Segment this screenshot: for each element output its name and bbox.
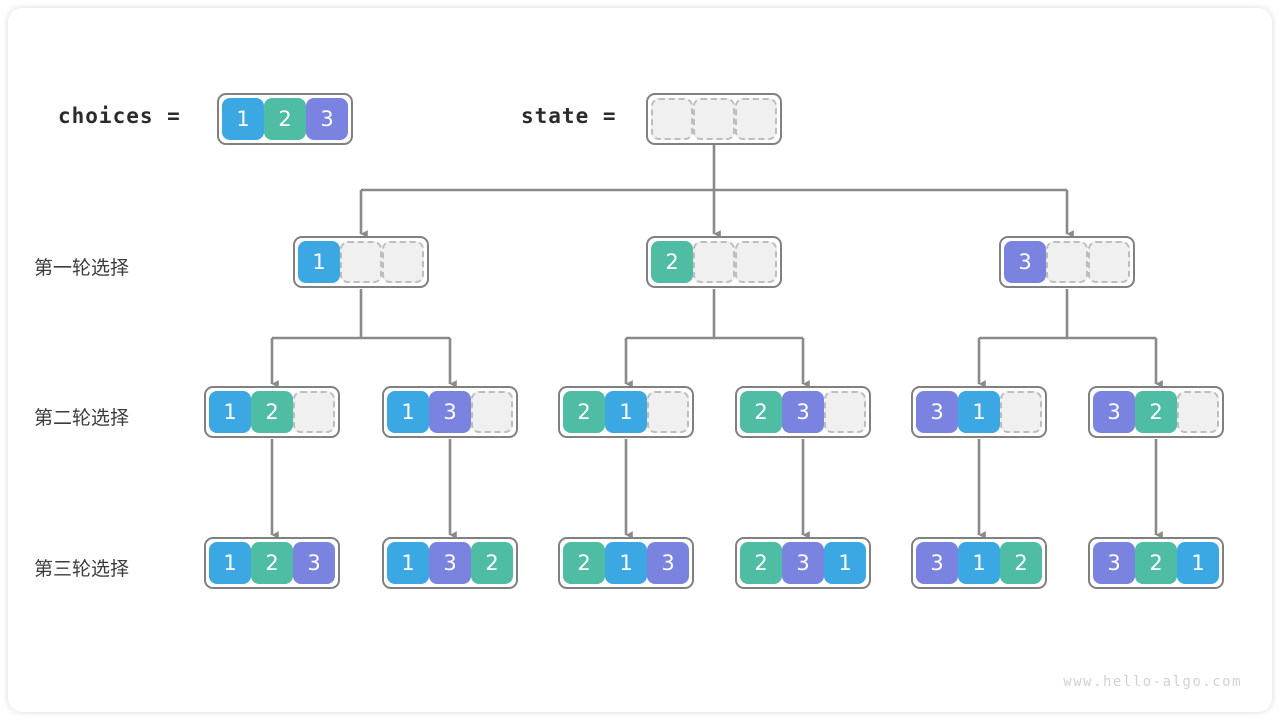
watermark: www.hello-algo.com: [1063, 674, 1242, 690]
array-cell-value: 1: [824, 542, 866, 584]
array-cell-value: 2: [1135, 542, 1177, 584]
level-1-node-2: 2: [646, 236, 782, 288]
array-cell-empty: [1177, 391, 1219, 433]
array-cell-value: 3: [916, 391, 958, 433]
array-cell-value: 3: [647, 542, 689, 584]
array-cell-value: 3: [1093, 542, 1135, 584]
row-label-round-2: 第二轮选择: [34, 407, 130, 429]
level-1-node-1: 1: [293, 236, 429, 288]
level-1-node-3: 3: [999, 236, 1135, 288]
array-cell-empty: [293, 391, 335, 433]
array-cell-value: 2: [651, 241, 693, 283]
array-cell-value: 3: [1004, 241, 1046, 283]
row-label-round-3: 第三轮选择: [34, 558, 130, 580]
array-cell-empty: [1046, 241, 1088, 283]
array-cell-value: 2: [471, 542, 513, 584]
connector-lines: [270, 134, 1163, 539]
array-cell-value: 1: [1177, 542, 1219, 584]
array-cell-value: 3: [306, 98, 348, 140]
array-cell-empty: [471, 391, 513, 433]
array-cell-value: 2: [251, 542, 293, 584]
array-cell-empty: [1000, 391, 1042, 433]
array-cell-empty: [647, 391, 689, 433]
array-cell-value: 1: [298, 241, 340, 283]
array-cell-value: 2: [563, 391, 605, 433]
array-cell-empty: [693, 98, 735, 140]
choices-label: choices =: [58, 104, 181, 128]
array-cell-value: 3: [916, 542, 958, 584]
array-cell-value: 1: [222, 98, 264, 140]
array-cell-value: 1: [387, 391, 429, 433]
array-cell-value: 2: [1135, 391, 1177, 433]
array-cell-value: 3: [1093, 391, 1135, 433]
array-cell-value: 2: [251, 391, 293, 433]
array-cell-value: 3: [429, 391, 471, 433]
array-cell-value: 3: [293, 542, 335, 584]
array-cell-value: 3: [782, 542, 824, 584]
array-cell-value: 1: [605, 391, 647, 433]
array-cell-value: 2: [740, 542, 782, 584]
array-cell-value: 2: [264, 98, 306, 140]
array-cell-empty: [693, 241, 735, 283]
row-label-round-1: 第一轮选择: [34, 257, 130, 279]
array-cell-value: 1: [958, 391, 1000, 433]
array-cell-value: 3: [782, 391, 824, 433]
state-array: [646, 93, 782, 145]
array-cell-empty: [735, 98, 777, 140]
array-cell-empty: [1088, 241, 1130, 283]
array-cell-value: 1: [605, 542, 647, 584]
state-label: state =: [521, 104, 617, 128]
array-cell-value: 1: [209, 391, 251, 433]
array-cell-empty: [340, 241, 382, 283]
array-cell-value: 2: [563, 542, 605, 584]
array-cell-empty: [651, 98, 693, 140]
array-cell-value: 2: [1000, 542, 1042, 584]
array-cell-empty: [382, 241, 424, 283]
array-cell-value: 3: [429, 542, 471, 584]
array-cell-value: 1: [209, 542, 251, 584]
array-cell-empty: [735, 241, 777, 283]
array-cell-value: 1: [387, 542, 429, 584]
array-cell-value: 2: [740, 391, 782, 433]
array-cell-value: 1: [958, 542, 1000, 584]
array-cell-empty: [824, 391, 866, 433]
